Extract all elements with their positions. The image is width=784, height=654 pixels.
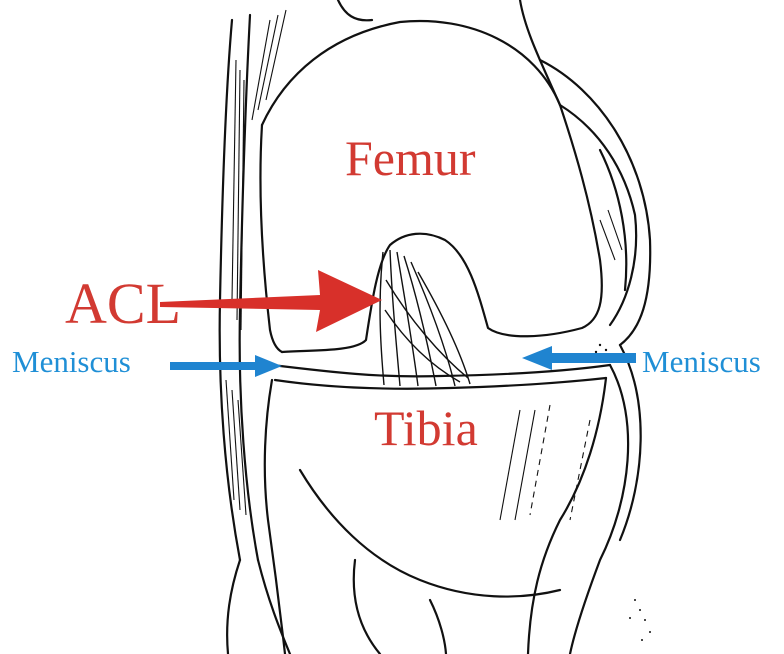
acl-label: ACL	[65, 275, 181, 333]
meniscus-arrow-left	[170, 355, 282, 377]
meniscus-arrow-right	[522, 346, 636, 370]
meniscus-left-label: Meniscus	[12, 346, 131, 377]
acl-arrow	[160, 270, 382, 332]
meniscus-right-label: Meniscus	[642, 346, 761, 377]
acl-ligament	[380, 250, 470, 386]
tibia-plateau	[272, 365, 610, 376]
tibia-label: Tibia	[374, 403, 478, 453]
femur-label: Femur	[345, 133, 476, 183]
